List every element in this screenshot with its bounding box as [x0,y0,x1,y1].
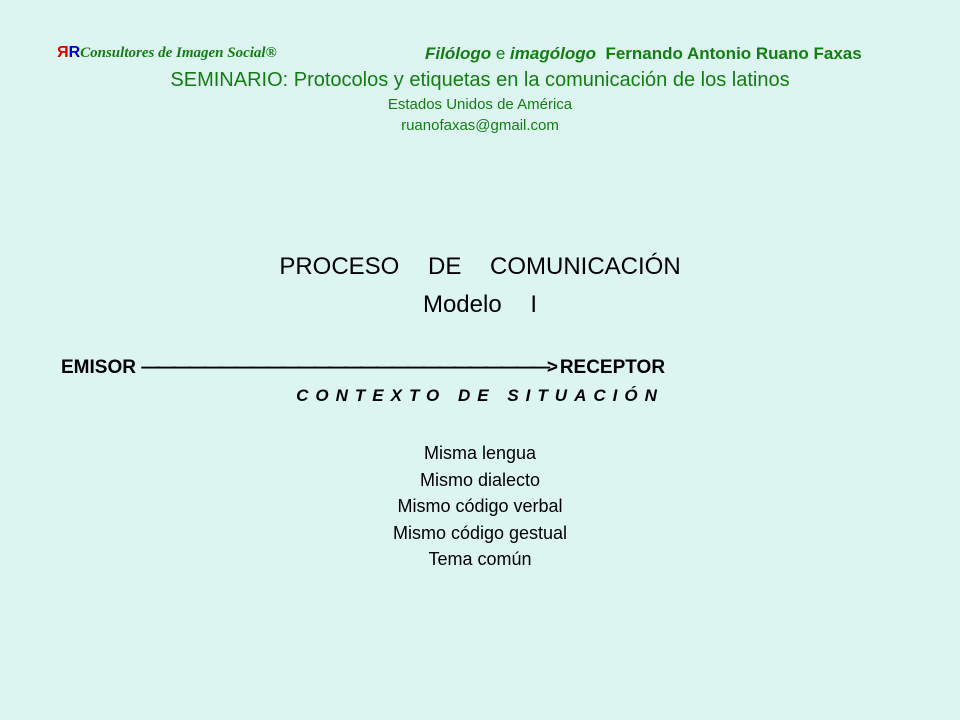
page-subtitle: Modelo I [422,291,538,318]
arrow: ——————————————————————————> [141,357,558,378]
list-item: Mismo código verbal [397,496,563,516]
author-title-2: imagólogo [510,44,596,63]
receiver: RECEPTOR [559,357,666,378]
communication-flow: EMISOR ——————————————————————————> RECEP… [61,357,665,379]
conditions-list: Misma lengua Mismo dialecto Mismo código… [0,440,960,573]
author-name: Fernando Antonio Ruano Faxas [605,44,862,63]
context-label: CONTEXTO DE SITUACIÓN [296,386,664,405]
author-title-1: Filólogo [425,44,492,63]
email: ruanofaxas@gmail.com [401,117,559,134]
emitter: EMISOR [61,357,136,378]
list-item: Mismo dialecto [419,469,541,490]
author-and: e [495,44,506,63]
list-item: Misma lengua [423,443,537,463]
list-item: Tema común [428,549,532,569]
page-title: PROCESO DE COMUNICACIÓN [279,253,681,280]
brand-name: Consultores de Imagen Social® [80,45,277,61]
seminar-title: SEMINARIO: Protocolos y etiquetas en la … [170,69,790,91]
author-line: Filólogo e imagólogo Fernando Antonio Ru… [425,44,862,64]
country: Estados Unidos de América [387,96,573,113]
logo: RRConsultores de Imagen Social® [57,44,277,61]
list-item: Mismo código gestual [392,522,568,543]
